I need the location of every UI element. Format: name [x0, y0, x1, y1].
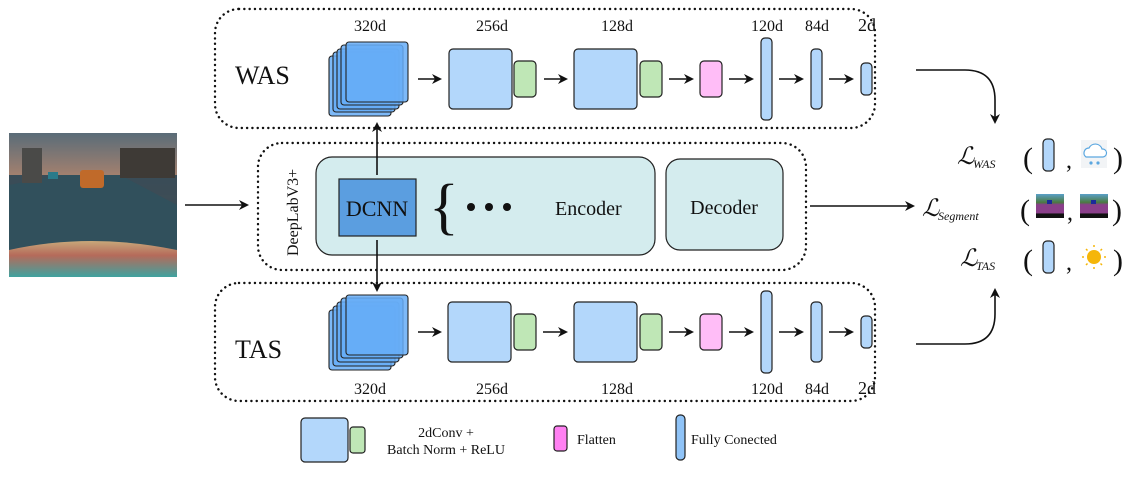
- loss-subscript: Segment: [938, 209, 979, 223]
- was-dim-120: 120d: [751, 18, 783, 35]
- was-flatten-block: [699, 60, 723, 98]
- fc-output-icon: [1042, 138, 1055, 172]
- dcnn-label: DCNN: [346, 196, 408, 221]
- loss-symbol: ℒ: [957, 144, 975, 170]
- tas-dim-84: 84d: [805, 381, 829, 398]
- svg-text:): ): [1113, 244, 1123, 277]
- was-bn-block-1: [513, 60, 537, 98]
- deeplab-container: [256, 141, 808, 272]
- was-conv-block-2: [573, 48, 638, 110]
- tas-dim-320: 320d: [354, 381, 386, 398]
- tas-dim-256: 256d: [476, 381, 508, 398]
- rain-cloud-icon: [1081, 140, 1108, 168]
- svg-text:(: (: [1020, 194, 1030, 227]
- was-fc-84: [810, 48, 823, 110]
- tas-fc-84: [810, 301, 823, 363]
- was-feature-stack: [328, 41, 409, 117]
- decoder-block: [665, 158, 784, 251]
- was-dim-84: 84d: [805, 18, 829, 35]
- encoder-brace: {: [429, 173, 459, 241]
- tas-conv-block-1: [447, 301, 512, 363]
- loss-subscript: WAS: [973, 157, 996, 171]
- was-output-arrow: [916, 69, 1000, 124]
- loss-subscript: TAS: [976, 259, 995, 273]
- legend-flatten-label: Flatten: [577, 433, 616, 448]
- tas-branch-container: [213, 281, 877, 403]
- tas-conv-block-2: [573, 301, 638, 363]
- tas-fc-2: [860, 315, 873, 349]
- sun-icon: [1082, 245, 1106, 269]
- dcnn-block: [338, 178, 417, 237]
- tas-bn-block-2: [639, 313, 663, 351]
- was-bn-block-2: [639, 60, 663, 98]
- tas-output-arrow: [916, 288, 1000, 345]
- was-dim-320: 320d: [354, 18, 386, 35]
- was-label: WAS: [235, 61, 290, 90]
- tas-dim-128: 128d: [601, 381, 633, 398]
- deeplab-label: DeepLabV3+: [285, 169, 302, 256]
- segmentation-map-icon: [1036, 194, 1064, 218]
- svg-text:): ): [1112, 194, 1122, 227]
- loss-segment: ℒ Segment ( , ): [922, 194, 1122, 227]
- legend-conv-swatch: [300, 417, 349, 463]
- was-dim-256: 256d: [476, 18, 508, 35]
- legend-flatten-swatch: [553, 425, 568, 452]
- was-fc-120: [760, 37, 773, 121]
- tas-bn-block-1: [513, 313, 537, 351]
- fc-output-icon: [1042, 240, 1055, 274]
- legend: 2dConv + Batch Norm + ReLU Flatten Fully…: [300, 414, 777, 463]
- loss-tas: ℒ TAS ( , ): [960, 240, 1123, 277]
- loss-symbol: ℒ: [922, 196, 940, 222]
- tas-feature-stack: [328, 294, 409, 371]
- encoder-label: Encoder: [555, 198, 622, 220]
- svg-text:,: ,: [1067, 200, 1073, 226]
- svg-text:(: (: [1023, 142, 1033, 175]
- was-branch-container: [213, 7, 877, 130]
- svg-text:): ): [1113, 142, 1123, 175]
- tas-dim-2: 2d: [858, 378, 876, 398]
- decoder-label: Decoder: [690, 197, 758, 219]
- was-dim-2: 2d: [858, 15, 876, 35]
- svg-text:,: ,: [1066, 250, 1072, 276]
- loss-was: ℒ WAS ( , ): [957, 138, 1123, 175]
- was-fc-2: [860, 62, 873, 96]
- svg-text:(: (: [1023, 244, 1033, 277]
- tas-label: TAS: [235, 335, 282, 364]
- tas-flatten-block: [699, 313, 723, 351]
- loss-symbol: ℒ: [960, 246, 978, 272]
- tas-fc-120: [760, 290, 773, 374]
- car-icon: [80, 170, 104, 188]
- input-image: [9, 133, 177, 277]
- was-dim-128: 128d: [601, 18, 633, 35]
- svg-text:,: ,: [1066, 148, 1072, 174]
- legend-bn-swatch: [349, 426, 366, 454]
- legend-fc-label: Fully Conected: [691, 433, 777, 448]
- segmentation-map-icon: [1080, 194, 1108, 218]
- was-conv-block-1: [448, 48, 513, 110]
- tas-dim-120: 120d: [751, 381, 783, 398]
- legend-fc-swatch: [675, 414, 686, 461]
- legend-conv-label-2: Batch Norm + ReLU: [387, 443, 505, 458]
- legend-conv-label-1: 2dConv +: [418, 426, 474, 441]
